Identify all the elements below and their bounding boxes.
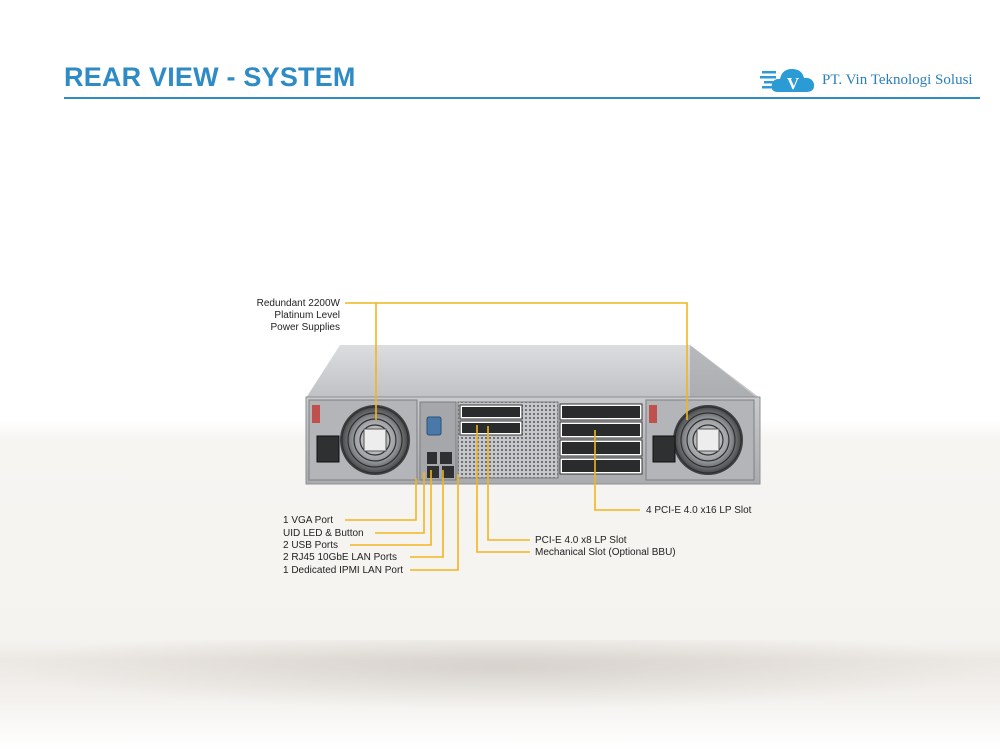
mech-slot-label: Mechanical Slot (Optional BBU) [535, 547, 676, 558]
io-panel [419, 401, 457, 481]
power-supply-left [308, 399, 418, 481]
x8-leader [487, 426, 530, 541]
psu-leader [345, 302, 688, 420]
logo-letter: V [787, 74, 800, 93]
pcie-x8-slots [459, 404, 523, 436]
psu-label-line-1: Redundant 2200W [256, 298, 340, 309]
company-name: PT. Vin Teknologi Solusi [822, 72, 973, 88]
usb-label: 2 USB Ports [283, 540, 339, 551]
lan-label: 2 RJ45 10GbE LAN Ports [283, 552, 397, 563]
vga-leader [345, 478, 417, 521]
uid-leader [375, 472, 425, 534]
page-title: REAR VIEW - SYSTEM [64, 62, 356, 92]
shelf-shadow [0, 640, 1000, 710]
pcie-x16-label: 4 PCI-E 4.0 x16 LP Slot [646, 505, 752, 516]
power-supply-right [645, 399, 755, 481]
usb-leader [350, 470, 432, 546]
vga-label: 1 VGA Port [283, 515, 334, 526]
ipmi-label: 1 Dedicated IPMI LAN Port [283, 565, 404, 576]
psu-label-line-3: Power Supplies [270, 322, 340, 333]
company-logo: V PT. Vin Teknologi Solusi [760, 62, 990, 98]
cloud-logo-icon: V [760, 69, 815, 93]
x16-leader [594, 430, 640, 511]
mech-leader [476, 425, 530, 553]
ipmi-leader [410, 474, 459, 571]
pcie-x8-label: PCI-E 4.0 x8 LP Slot [535, 535, 627, 546]
title-underline [64, 97, 980, 99]
lan-leader [410, 470, 444, 558]
psu-label-line-2: Platinum Level [274, 310, 340, 321]
uid-label: UID LED & Button [283, 528, 364, 539]
callout-lines [345, 302, 688, 571]
pcie-x16-slots [559, 403, 643, 475]
chassis-top [306, 345, 757, 398]
psu-label: Redundant 2200W Platinum Level Power Sup… [230, 298, 340, 334]
